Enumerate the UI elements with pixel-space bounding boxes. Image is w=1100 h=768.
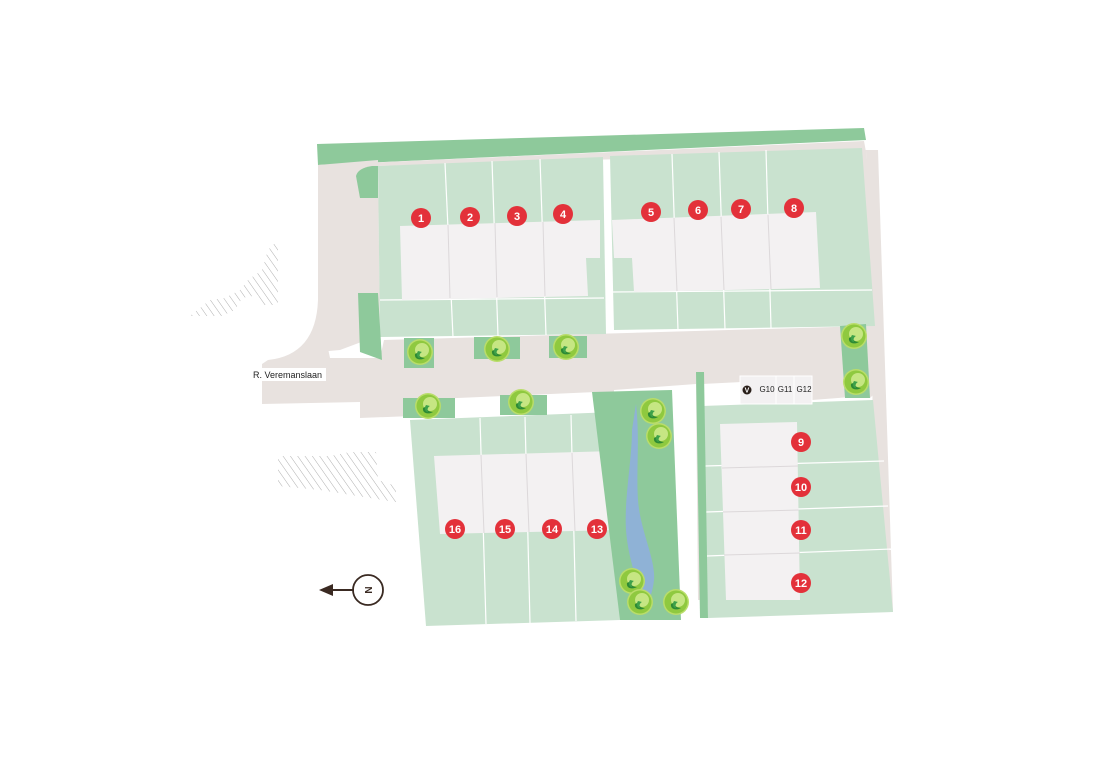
lot-label: 1 bbox=[418, 213, 424, 225]
tree-icon bbox=[841, 323, 867, 349]
north-label: N bbox=[364, 586, 375, 593]
lot-label: 4 bbox=[560, 209, 567, 221]
lot-marker-12[interactable]: 12 bbox=[791, 573, 811, 593]
tree-icon bbox=[415, 393, 441, 419]
lot-marker-11[interactable]: 11 bbox=[791, 520, 811, 540]
tree-icon bbox=[553, 334, 579, 360]
lot-label: 13 bbox=[591, 524, 603, 536]
lot-marker-14[interactable]: 14 bbox=[542, 519, 562, 539]
lot-label: 11 bbox=[795, 525, 807, 537]
tree-icon bbox=[484, 336, 510, 362]
street-label: R. Veremanslaan bbox=[250, 368, 326, 381]
garage-v-marker[interactable] bbox=[742, 385, 752, 395]
tree-icon bbox=[646, 423, 672, 449]
lot-marker-9[interactable]: 9 bbox=[791, 432, 811, 452]
plot-block-north-west bbox=[378, 157, 606, 338]
lot-marker-8[interactable]: 8 bbox=[784, 198, 804, 218]
plot-block-north-east bbox=[610, 148, 875, 331]
tree-icon bbox=[663, 589, 689, 615]
plot-block-south-west bbox=[410, 412, 620, 626]
neighbouring-buildings bbox=[190, 240, 396, 502]
lot-label: 9 bbox=[798, 437, 804, 449]
tree-icon bbox=[640, 398, 666, 424]
lot-marker-4[interactable]: 4 bbox=[553, 204, 573, 224]
lot-marker-1[interactable]: 1 bbox=[411, 208, 431, 228]
lot-marker-16[interactable]: 16 bbox=[445, 519, 465, 539]
plot-block-south-east bbox=[702, 400, 893, 618]
lot-label: 10 bbox=[795, 482, 807, 494]
garage-block: V G10 G11 G12 bbox=[739, 375, 813, 405]
garage-v-label: V bbox=[745, 388, 750, 395]
lot-label: 12 bbox=[795, 578, 807, 590]
green-strip-top bbox=[317, 128, 866, 165]
lot-label: 14 bbox=[546, 524, 559, 536]
north-arrow-icon: N bbox=[319, 574, 384, 606]
lot-marker-3[interactable]: 3 bbox=[507, 206, 527, 226]
garage-label-g12: G12 bbox=[796, 385, 812, 394]
lot-marker-10[interactable]: 10 bbox=[791, 477, 811, 497]
garage-label-g10: G10 bbox=[759, 385, 775, 394]
garage-label-g11: G11 bbox=[778, 385, 793, 394]
tree-icon bbox=[508, 389, 534, 415]
tree-icon bbox=[627, 589, 653, 615]
lot-label: 2 bbox=[467, 212, 473, 224]
lot-label: 7 bbox=[738, 204, 744, 216]
lot-marker-2[interactable]: 2 bbox=[460, 207, 480, 227]
lot-marker-6[interactable]: 6 bbox=[688, 200, 708, 220]
lot-label: 8 bbox=[791, 203, 797, 215]
lot-label: 6 bbox=[695, 205, 701, 217]
lot-label: 16 bbox=[449, 524, 461, 536]
lot-label: 3 bbox=[514, 211, 520, 223]
lot-label: 5 bbox=[648, 207, 654, 219]
lot-marker-15[interactable]: 15 bbox=[495, 519, 515, 539]
tree-icon bbox=[843, 369, 869, 395]
street-name: R. Veremanslaan bbox=[253, 370, 322, 380]
pond bbox=[625, 404, 655, 602]
lot-label: 15 bbox=[499, 524, 511, 536]
tree-icon bbox=[407, 339, 433, 365]
lot-marker-5[interactable]: 5 bbox=[641, 202, 661, 222]
lot-marker-13[interactable]: 13 bbox=[587, 519, 607, 539]
lot-marker-7[interactable]: 7 bbox=[731, 199, 751, 219]
lot-markers: 1 2 3 4 5 6 7 8 9 10 11 12 13 14 15 16 bbox=[411, 198, 811, 593]
